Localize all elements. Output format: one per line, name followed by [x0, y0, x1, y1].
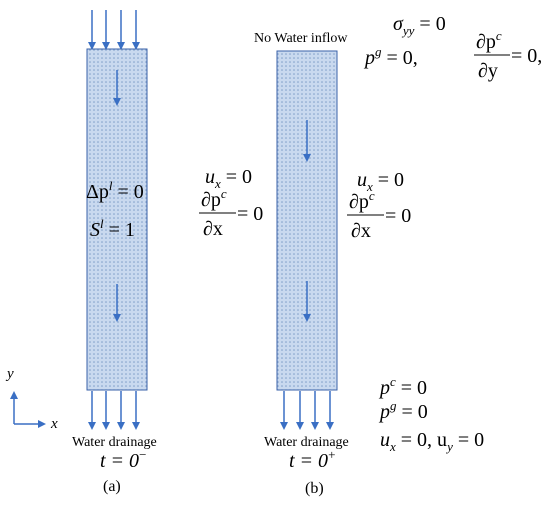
inflow-arrows-a: [88, 10, 140, 50]
bc-bottom-pg: pg = 0: [378, 398, 428, 423]
bc-bottom-pc: pc = 0: [378, 374, 427, 399]
panel-b: No Water inflow σyy = 0 pg = 0, ∂pc ∂y =…: [199, 13, 542, 497]
fraction-denominator: ∂y: [478, 60, 498, 82]
bc-bottom-u: ux = 0, uy = 0: [380, 429, 484, 454]
fraction-equals: = 0: [237, 203, 263, 225]
bc-left-ux: ux = 0: [205, 166, 252, 191]
fraction-numerator: ∂pc: [476, 28, 502, 53]
caption-a: (a): [103, 478, 121, 495]
drainage-arrows-b: [280, 391, 334, 430]
panel-a: Δpl = 0 Sl = 1 Water drainage t = 0− (a): [72, 10, 157, 495]
bc-top-pg: pg = 0,: [363, 44, 418, 69]
bc-top-sigma: σyy = 0: [393, 13, 446, 38]
fraction-numerator: ∂pc: [349, 188, 375, 213]
bc-right-dpc-dx: ∂pc ∂x = 0: [347, 188, 411, 242]
fraction-equals: = 0,: [511, 45, 542, 67]
time-label-a: t = 0−: [100, 447, 146, 472]
bc-top-dpc-dy: ∂pc ∂y = 0,: [474, 28, 542, 82]
fraction-equals: = 0: [385, 205, 411, 227]
fraction-denominator: ∂x: [203, 218, 223, 240]
drainage-label-a: Water drainage: [72, 435, 157, 450]
pressure-label: Δpl = 0: [86, 178, 144, 203]
y-axis-label: y: [5, 366, 14, 382]
saturation-label: Sl = 1: [90, 216, 135, 241]
caption-b: (b): [305, 480, 324, 497]
x-axis-label: x: [50, 416, 58, 432]
drainage-arrows-a: [88, 391, 140, 430]
soil-column-b: [276, 50, 338, 391]
no-inflow-label: No Water inflow: [254, 31, 348, 46]
bc-right-ux: ux = 0: [357, 169, 404, 194]
drainage-label-b: Water drainage: [264, 435, 349, 450]
time-label-b: t = 0+: [289, 447, 335, 472]
fraction-denominator: ∂x: [351, 220, 371, 242]
coordinate-axes: y x: [5, 366, 58, 432]
bc-left-dpc-dx: ∂pc ∂x = 0: [199, 186, 263, 240]
fraction-numerator: ∂pc: [201, 186, 227, 211]
